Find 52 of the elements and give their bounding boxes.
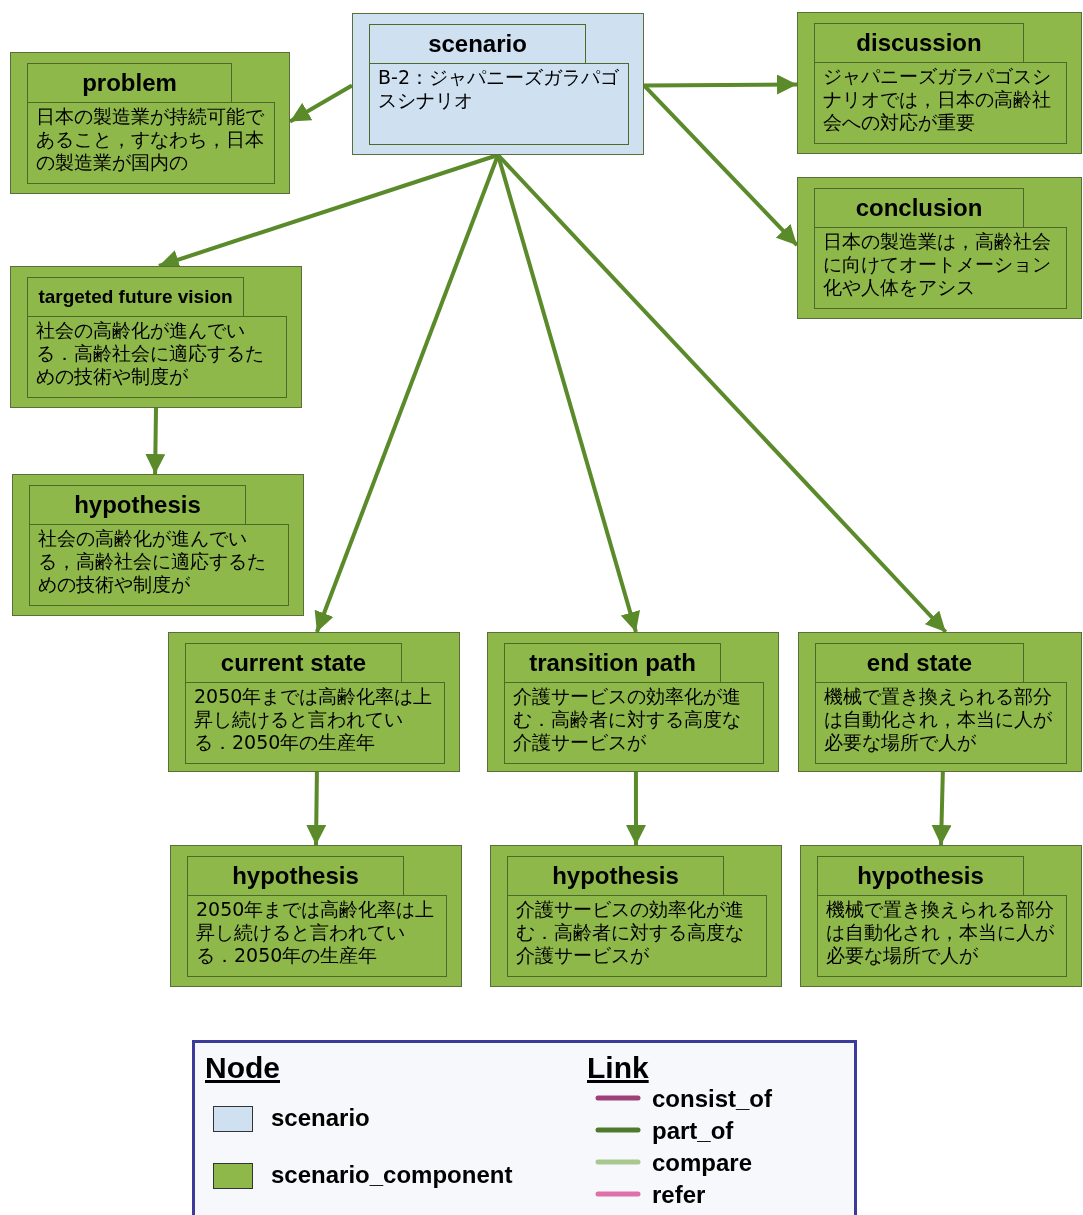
legend-label: compare: [652, 1149, 753, 1177]
node-description: 機械で置き換えられる部分は自動化され，本当に人が必要な場所で人が: [817, 895, 1067, 977]
component-box: [487, 632, 779, 772]
component-box: [170, 845, 462, 987]
node-description: 社会の高齢化が進んでいる．高齢社会に適応するための技術や制度が: [27, 316, 287, 398]
component-box: [798, 632, 1082, 772]
node-title: end state: [815, 643, 1024, 683]
legend-label: refer: [652, 1181, 706, 1209]
node-title: hypothesis: [817, 856, 1024, 896]
legend-heading: Node: [205, 1051, 280, 1085]
arrow: [314, 154, 500, 633]
scenario-box: [352, 13, 644, 155]
legend-label: part_of: [652, 1117, 734, 1145]
node-title: current state: [185, 643, 402, 683]
node-title: conclusion: [814, 188, 1024, 228]
arrow: [644, 74, 797, 95]
node-description: 2050年までは高齢化率は上昇し続けると言われている．2050年の生産年: [185, 682, 445, 764]
legend-heading: Link: [587, 1051, 649, 1085]
component-box: [12, 474, 304, 616]
component-box: [797, 177, 1082, 319]
legend-label: consist_of: [652, 1085, 773, 1113]
node-title: transition path: [504, 643, 721, 683]
arrow: [289, 83, 353, 124]
node-description: 機械で置き換えられる部分は自動化され，本当に人が必要な場所で人が: [815, 682, 1067, 764]
component-box: [10, 52, 290, 194]
node-description: 介護サービスの効率化が進む．高齢者に対する高度な介護サービスが: [507, 895, 767, 977]
node-title: hypothesis: [507, 856, 724, 896]
node-description: 介護サービスの効率化が進む．高齢者に対する高度な介護サービスが: [504, 682, 764, 764]
node-title: targeted future vision: [27, 277, 244, 317]
node-title: scenario: [369, 24, 586, 64]
component-box: [168, 632, 460, 772]
node-description: ジャパニーズガラパゴスシナリオでは，日本の高齢社会への対応が重要: [814, 62, 1067, 144]
node-description: 日本の製造業は，高齢社会に向けてオートメーション化や人体をアシス: [814, 227, 1067, 309]
arrow: [626, 772, 646, 845]
legend-label: scenario: [271, 1104, 370, 1132]
node-title: hypothesis: [29, 485, 246, 525]
component-box: [10, 266, 302, 408]
arrow: [145, 407, 166, 475]
component-box: [800, 845, 1082, 987]
node-description: 日本の製造業が持続可能であること，すなわち，日本の製造業が国内の: [27, 102, 275, 184]
legend-label: scenario_component: [271, 1161, 513, 1189]
node-title: discussion: [814, 23, 1024, 63]
node-description: B-2：ジャパニーズガラパゴスシナリオ: [369, 63, 629, 145]
arrow: [306, 771, 327, 846]
component-box: [490, 845, 782, 987]
component-box: [797, 12, 1082, 154]
node-description: 2050年までは高齢化率は上昇し続けると言われている．2050年の生産年: [187, 895, 447, 977]
node-title: hypothesis: [187, 856, 404, 896]
node-title: problem: [27, 63, 232, 103]
arrow: [642, 84, 799, 247]
arrow: [931, 771, 952, 846]
node-description: 社会の高齢化が進んでいる，高齢社会に適応するための技術や制度が: [29, 524, 289, 606]
